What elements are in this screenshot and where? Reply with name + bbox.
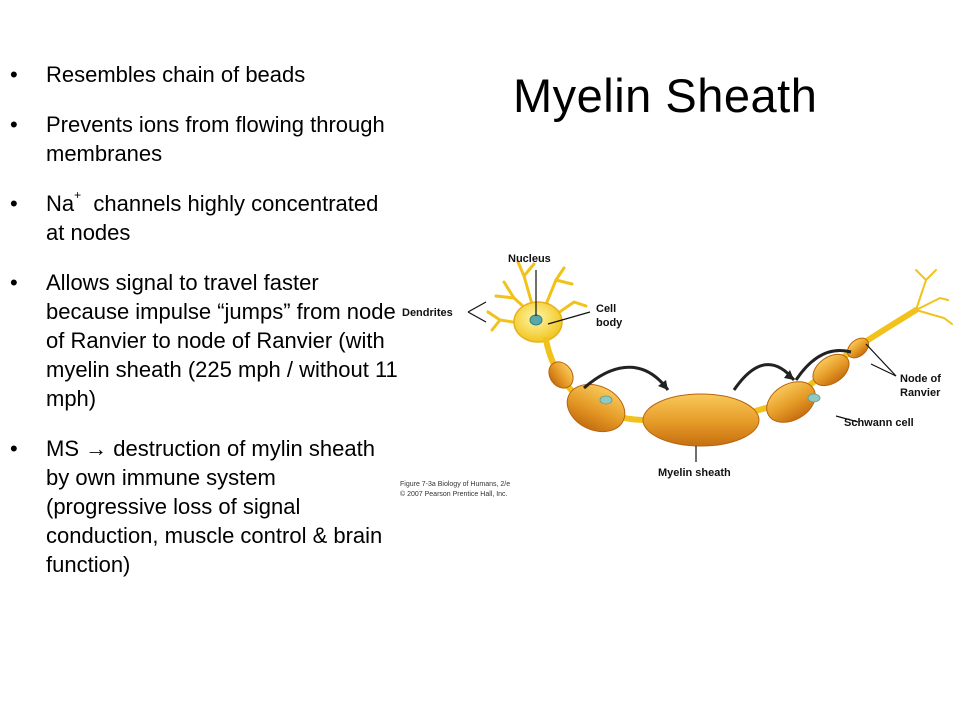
label-cell-body-1: Cell — [596, 303, 616, 315]
label-nucleus: Nucleus — [508, 253, 551, 265]
label-node-1: Node of — [900, 373, 941, 385]
bullet-item: Allows signal to travel faster because i… — [0, 268, 400, 413]
myelin-segments — [548, 337, 870, 447]
bullet-item: Resembles chain of beads — [0, 60, 400, 89]
right-arrow-icon: → — [85, 436, 108, 461]
bullet-item: Prevents ions from flowing through membr… — [0, 110, 400, 168]
bullet-text: destruction of mylin sheath by own immun… — [46, 436, 383, 577]
nucleus-shape — [529, 314, 543, 326]
bullet-text: Allows signal to travel faster because i… — [46, 270, 398, 411]
arrowheads — [658, 370, 794, 390]
bullet-item: Na+ channels highly concentrated at node… — [0, 189, 400, 247]
schwann-nuclei — [599, 393, 821, 405]
bullet-text: channels highly concentrated at nodes — [46, 191, 385, 245]
figure-credit-line2: © 2007 Pearson Prentice Hall, Inc. — [400, 490, 508, 498]
bullet-text: Prevents ions from flowing through membr… — [46, 112, 385, 166]
figure-credit-line1: Figure 7-3a Biology of Humans, 2/e — [400, 481, 510, 488]
label-node-2: Ranvier — [900, 387, 941, 399]
bullet-text-prefix: Na — [46, 191, 75, 216]
label-dendrites: Dendrites — [402, 307, 453, 319]
bullet-item: MS → destruction of mylin sheath by own … — [0, 434, 400, 579]
bullet-text: Resembles chain of beads — [46, 62, 306, 87]
neuron-diagram: Nucleus Dendrites Cell body Node of Ranv… — [400, 253, 953, 498]
leader-lines — [467, 270, 897, 462]
bullet-text-prefix: MS — [46, 436, 86, 461]
superscript-plus: + — [74, 188, 82, 202]
bullet-list: Resembles chain of beads Prevents ions f… — [0, 60, 400, 600]
slide-title: Myelin Sheath — [513, 69, 818, 122]
label-myelin-sheath: Myelin sheath — [658, 467, 731, 479]
axon-terminals — [915, 269, 953, 325]
label-schwann-cell: Schwann cell — [844, 417, 914, 429]
label-cell-body-2: body — [596, 317, 623, 329]
